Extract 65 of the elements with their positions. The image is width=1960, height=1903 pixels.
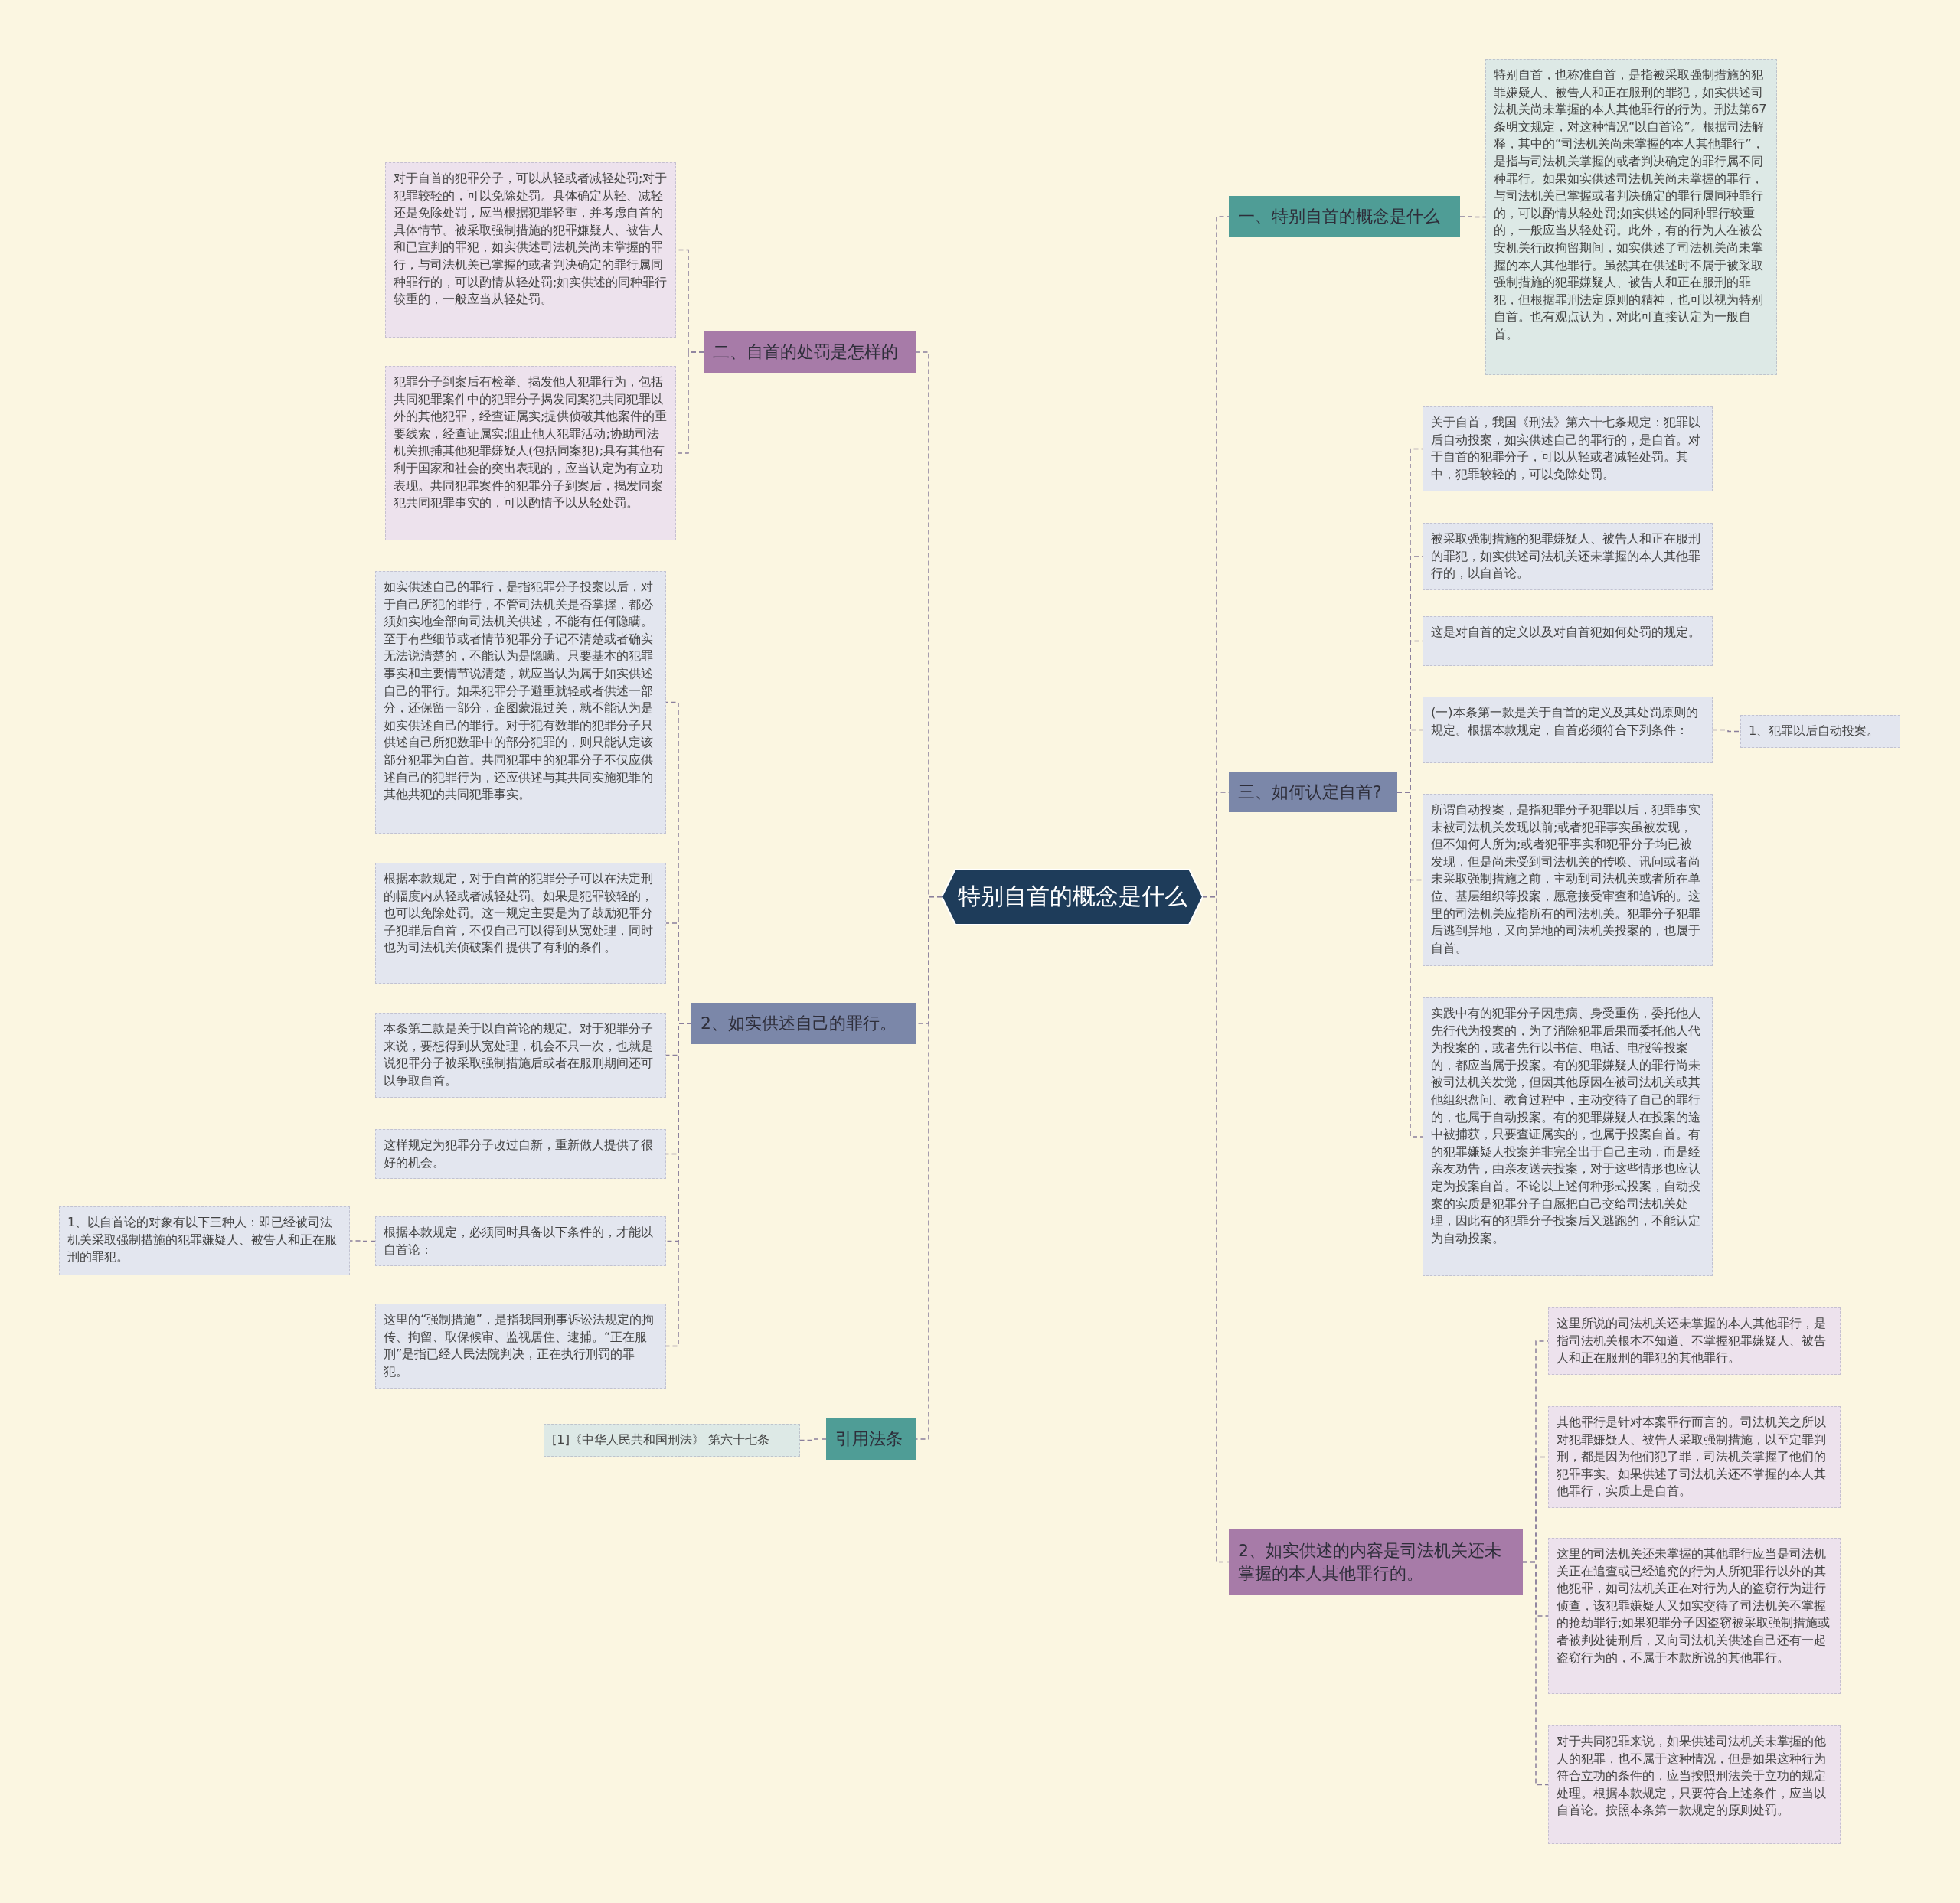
note-box xyxy=(1423,794,1713,966)
topic-label: 一、特别自首的概念是什么 xyxy=(1238,206,1440,227)
note-box xyxy=(385,366,676,540)
connector-line xyxy=(1459,216,1486,218)
note-text: 根据本款规定，必须同时具备以下条件的，才能以自首论： xyxy=(384,1224,654,1258)
note-text: 这样规定为犯罪分子改过自新，重新做人提供了很好的机会。 xyxy=(384,1137,654,1171)
topic-label: 2、如实供述自己的罪行。 xyxy=(701,1013,897,1034)
connector-line xyxy=(1712,729,1741,733)
branch-topic xyxy=(704,331,916,373)
note-box xyxy=(1423,697,1713,763)
note-box xyxy=(1423,616,1713,666)
note-box xyxy=(1548,1725,1841,1844)
note-box xyxy=(1548,1307,1841,1375)
note-box xyxy=(1423,406,1713,491)
note-text: 犯罪分子到案后有检举、揭发他人犯罪行为，包括共同犯罪案件中的犯罪分子揭发同案犯共同犯罪以外的其他犯罪，经查证属实;提供侦破其他案件的重要线索，经查证属实;阻止他人犯罪活动;协助司法机关抓捕其他犯罪嫌疑人(包括同案犯);具有其他有利于国家和社会的突出表现的，应当认定为有立功表现。共同犯罪案件的犯罪分子到案后，揭发同案犯共同犯罪事实的，可以酌情予以从轻处罚。 xyxy=(394,374,668,512)
note-box xyxy=(1548,1406,1841,1508)
note-text: 对于共同犯罪来说，如果供述司法机关未掌握的他人的犯罪，也不属于这种情况，但是如果这种行为符合立功的条件的，应当按照刑法关于立功的规定处理。根据本款规定，只要符合上述条件，应当以自首论。按照本条第一款规定的原则处罚。 xyxy=(1557,1733,1827,1820)
note-text: 1、犯罪以后自动投案。 xyxy=(1749,723,1880,739)
note-text: 实践中有的犯罪分子因患病、身受重伤，委托他人先行代为投案的，为了消除犯罪后果而委托他人代为投案的，或者先行以书信、电话、电报等投案的，都应当属于投案。有的犯罪嫌疑人的罪行尚未被司法机关发觉，但因其他原因在被司法机关或其他组织盘问、教育过程中，主动交待了自己的罪行的，也属于自动投案。有的犯罪嫌疑人在投案的途中被捕获，只要查证属实的，也属于投案自首。有的犯罪嫌疑人投案并非完全出于自己主动，而是经亲友劝告，由亲友送去投案，对于这些情形也应认定为投案自首。不论以上述何种形式投案，自动投案的实质是犯罪分子自愿把自己交给司法机关处理，因此有的犯罪分子投案后又逃跑的，不能认定为自动投案。 xyxy=(1431,1005,1701,1247)
note-text: 对于自首的犯罪分子，可以从轻或者减轻处罚;对于犯罪较轻的，可以免除处罚。具体确定从轻、减轻还是免除处罚，应当根据犯罪轻重，并考虑自首的具体情节。被采取强制措施的犯罪嫌疑人、被告人和已宣判的罪犯，如实供述司法机关尚未掌握的罪行，与司法机关已掌握的或者判决确定的罪行属同种罪行的，可以酌情从轻处罚;如实供述的同种罪行较重的，一般应当从轻处罚。 xyxy=(394,170,668,308)
branch-topic xyxy=(691,1003,916,1044)
note-box xyxy=(385,162,676,338)
note-text: (一)本条第一款是关于自首的定义及其处罚原则的规定。根据本款规定，自首必须符合下列条件： xyxy=(1431,704,1699,739)
branch-topic xyxy=(1229,1529,1523,1595)
connector-line xyxy=(799,1438,827,1441)
connector-line xyxy=(675,351,704,454)
topic-label: 2、如实供述的内容是司法机关还未掌握的本人其他罪行的。 xyxy=(1238,1539,1502,1585)
note-box xyxy=(375,1013,666,1098)
note-text: 关于自首，我国《刑法》第六十七条规定：犯罪以后自动投案，如实供述自己的罪行的，是自首。对于自首的犯罪分子，可以从轻或者减轻处罚。其中，犯罪较轻的，可以免除处罚。 xyxy=(1431,414,1701,483)
note-text: [1]《中华人民共和国刑法》 第六十七条 xyxy=(552,1431,771,1448)
note-text: 这里所说的司法机关还未掌握的本人其他罪行，是指司法机关根本不知道、不掌握犯罪嫌疑人、被告人和正在服刑的罪犯的其他罪行。 xyxy=(1557,1315,1827,1367)
note-text: 这是对自首的定义以及对自首犯如何处罚的规定。 xyxy=(1431,624,1701,641)
note-box xyxy=(375,1129,666,1180)
branch-topic xyxy=(826,1418,916,1460)
topic-label: 三、如何认定自首? xyxy=(1238,782,1382,803)
note-text: 这里的“强制措施”，是指我国刑事诉讼法规定的拘传、拘留、取保候审、监视居住、逮捕。“正在服刑”是指已经人民法院判决，正在执行刑罚的罪犯。 xyxy=(384,1311,655,1380)
central-topic xyxy=(942,869,1203,925)
note-box xyxy=(59,1206,350,1275)
note-text: 本条第二款是关于以自首论的规定。对于犯罪分子来说，要想得到从宽处理，机会不只一次，也就是说犯罪分子被采取强制措施后或者在服刑期间还可以争取自首。 xyxy=(384,1020,654,1089)
connector-line xyxy=(1522,1561,1549,1786)
branch-topic xyxy=(1229,772,1397,812)
note-text: 所谓自动投案，是指犯罪分子犯罪以后，犯罪事实未被司法机关发现以前;或者犯罪事实虽被发现，但不知何人所为;或者犯罪事实和犯罪分子均已被发现，但是尚未受到司法机关的传唤、讯问或者尚未采取强制措施之前，主动到司法机关或者所在单位、基层组织等投案，愿意接受审查和追诉的。这里的司法机关应指所有的司法机关。犯罪分子犯罪后逃到异地，又向异地的司法机关投案的，也属于自首。 xyxy=(1431,801,1701,957)
note-box xyxy=(375,863,666,984)
note-text: 被采取强制措施的犯罪嫌疑人、被告人和正在服刑的罪犯，如实供述司法机关还未掌握的本人其他罪行的，以自首论。 xyxy=(1431,530,1701,583)
topic-label: 特别自首的概念是什么 xyxy=(957,882,1187,911)
connector-line xyxy=(1202,896,1230,1563)
topic-label: 二、自首的处罚是怎样的 xyxy=(713,341,898,363)
note-box xyxy=(1423,523,1713,590)
note-text: 如实供述自己的罪行，是指犯罪分子投案以后，对于自己所犯的罪行，不管司法机关是否掌握，都必须如实地全部向司法机关供述，不能有任何隐瞒。至于有些细节或者情节犯罪分子记不清楚或者确实无法说清楚的，不能认为是隐瞒。只要基本的犯罪事实和主要情节说清楚，就应当认为属于如实供述自己的罪行。如果犯罪分子避重就轻或者供述一部分，还保留一部分，企图蒙混过关，就不能认为是如实供述自己的罪行。对于犯有数罪的犯罪分子只供述自己所犯数罪中的部分犯罪的，则只能认定该部分犯罪为自首。共同犯罪中的犯罪分子不仅应供述自己的犯罪行为，还应供述与其共同实施犯罪的其他共犯的共同犯罪事实。 xyxy=(384,579,654,804)
note-text: 特别自首，也称准自首，是指被采取强制措施的犯罪嫌疑人、被告人和正在服刑的罪犯，如实供述司法机关尚未掌握的本人其他罪行的行为。刑法第67条明文规定，对这种情况“以自首论”。根据司法解释，其中的“司法机关尚未掌握的本人其他罪行”，是指与司法机关掌握的或者判决确定的罪行属不同种罪行。如果如实供述司法机关尚未掌握的罪行，与司法机关已掌握或者判决确定的罪行属同种罪行的，可以酌情从轻处罚;如实供述的同种罪行较重的，一般应当从轻处罚。此外，有的行为人在被公安机关行政拘留期间，如实供述了司法机关尚未掌握的本人其他罪行。虽然其在供述时不属于被采取强制措施的犯罪嫌疑人、被告人和正在服刑的罪犯，但根据罪刑法定原则的精神，也可以视为特别自首。也有观点认为，对此可直接认定为一般自首。 xyxy=(1494,67,1768,343)
note-text: 1、以自首论的对象有以下三种人：即已经被司法机关采取强制措施的犯罪嫌疑人、被告人和正在服刑的罪犯。 xyxy=(67,1214,338,1266)
note-text: 其他罪行是针对本案罪行而言的。司法机关之所以对犯罪嫌疑人、被告人采取强制措施，以至定罪判刑，都是因为他们犯了罪，司法机关掌握了他们的犯罪事实。如果供述了司法机关还不掌握的本人其他罪行，实质上是自首。 xyxy=(1557,1414,1827,1500)
note-box xyxy=(544,1424,800,1457)
note-box xyxy=(375,1304,666,1389)
note-text: 这里的司法机关还未掌握的其他罪行应当是司法机关正在追查或已经追究的行为人所犯罪行以外的其他犯罪，如司法机关正在对行为人的盗窃行为进行侦查，该犯罪嫌疑人又如实交待了司法机关不掌握的抢劫罪行;如果犯罪分子因盗窃被采取强制措施或者被判处徒刑后，又向司法机关供述自己还有一起盗窃行为的，不属于本款所说的其他罪行。 xyxy=(1557,1546,1831,1666)
note-text: 根据本款规定，对于自首的犯罪分子可以在法定刑的幅度内从轻或者减轻处罚。如果是犯罪较轻的，也可以免除处罚。这一规定主要是为了鼓励犯罪分子犯罪后自首，不仅自己可以得到从宽处理，同时也为司法机关侦破案件提供了有利的条件。 xyxy=(384,870,654,957)
note-box xyxy=(1740,715,1900,748)
note-box xyxy=(375,1216,666,1267)
note-box xyxy=(1423,997,1713,1276)
branch-topic xyxy=(1229,196,1460,237)
topic-label: 引用法条 xyxy=(835,1428,903,1450)
connector-line xyxy=(349,1240,376,1242)
note-box xyxy=(1548,1538,1841,1694)
note-box xyxy=(1485,59,1777,375)
note-box xyxy=(375,571,666,834)
